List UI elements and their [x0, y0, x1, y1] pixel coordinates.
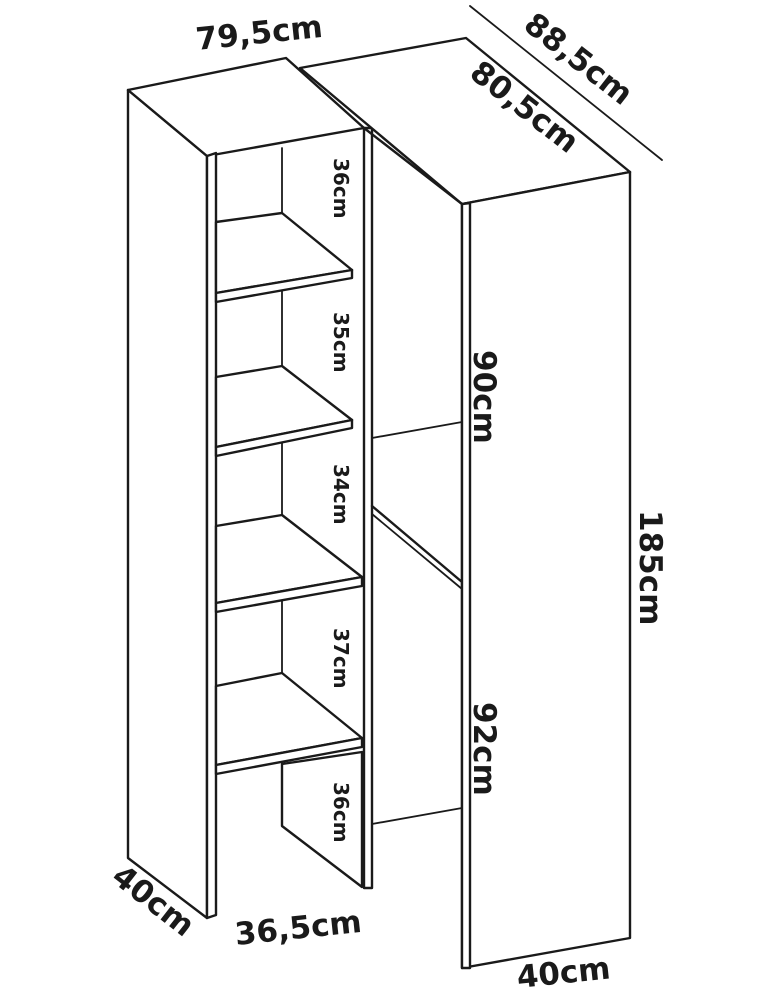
corner-bottom-back — [371, 807, 463, 825]
bottom-divider-panel — [280, 750, 364, 889]
label-shelf-height: 35cm — [329, 312, 353, 373]
label-shelf-height: 34cm — [329, 464, 353, 525]
side-panel-front-edge — [205, 151, 218, 920]
middle-panel — [362, 126, 374, 890]
label-bottom-width: 40cm — [515, 950, 612, 996]
label-shelf-height: 37cm — [329, 628, 353, 689]
right-door-edge — [460, 201, 472, 970]
shelf-front — [214, 418, 354, 458]
label-shelf-width: 36,5cm — [233, 904, 363, 953]
label-shelf-height: 36cm — [329, 158, 353, 219]
outer-depth-dimension-line — [469, 5, 663, 161]
shelf-front — [214, 268, 354, 304]
label-shelf-height: 36cm — [329, 782, 353, 843]
right-door-panel — [460, 170, 632, 970]
corner-back-edge — [362, 126, 464, 206]
left-side-panel — [126, 88, 209, 920]
label-lower-door-height: 92cm — [466, 702, 502, 796]
label-total-height: 185cm — [632, 510, 668, 625]
label-top-width: 79,5cm — [194, 9, 324, 58]
label-upper-door-height: 90cm — [466, 350, 502, 444]
shelves — [214, 211, 364, 776]
corner-middle-shelf-lower — [371, 513, 463, 590]
corner-middle-shelf — [370, 504, 464, 584]
shelf-front — [214, 575, 364, 614]
corner-middle-shelf-back — [371, 421, 463, 439]
shelf-front — [214, 736, 364, 776]
